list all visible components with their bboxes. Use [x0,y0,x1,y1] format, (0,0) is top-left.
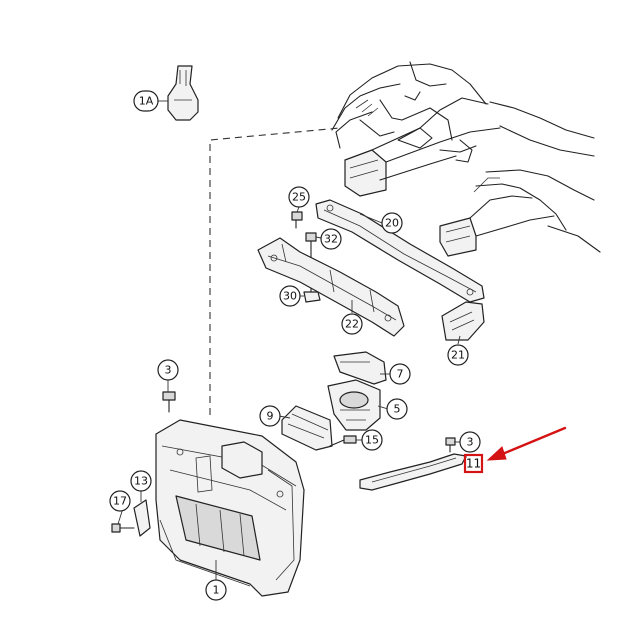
part-11-air-guide-bracket [359,453,467,491]
callout-7-label: 7 [397,368,404,381]
callout-1: 1 [205,579,227,601]
callout-3-right-label: 3 [467,436,474,449]
callout-25: 25 [288,186,310,208]
callout-5: 5 [386,398,408,420]
callout-3-right: 3 [459,431,481,453]
callout-21-label: 21 [451,349,465,362]
callout-13-label: 13 [134,475,148,488]
callout-20-label: 20 [385,217,399,230]
part-3-bolt-right [445,437,456,453]
callout-22-label: 22 [345,318,359,331]
callout-22: 22 [341,313,363,335]
part-13-bracket [133,499,151,537]
callout-17: 17 [109,490,131,512]
callout-25-label: 25 [292,191,306,204]
part-1-front-end-module [155,419,305,597]
highlight-box [463,453,484,474]
callout-20: 20 [381,212,403,234]
part-3-bolt-left [162,391,176,413]
part-7-air-guide-cover [333,351,387,385]
callout-9: 9 [259,405,281,427]
red-pointer-arrow [486,426,567,461]
callout-7: 7 [389,363,411,385]
part-17-bolt [111,523,135,533]
part-20-cross-member [315,199,485,303]
part-5-air-intake [327,379,381,431]
callout-3-left-label: 3 [165,364,172,377]
callout-21: 21 [447,344,469,366]
leader-lines [117,100,461,580]
part-30-clip [303,291,321,303]
callout-5-label: 5 [394,403,401,416]
callout-15: 15 [361,429,383,451]
callout-17-label: 17 [113,495,127,508]
callout-32: 32 [320,228,342,250]
callout-1a: 1A [133,90,159,112]
callout-3-left: 3 [157,359,179,381]
callout-1-label: 1 [213,584,220,597]
part-22-lock-carrier [257,237,405,337]
callout-30-label: 30 [283,290,297,303]
callout-15-label: 15 [365,434,379,447]
highlight-part-11: 11 [463,453,484,474]
callout-30: 30 [279,285,301,307]
callout-9-label: 9 [267,410,274,423]
part-1a-pouch [167,65,199,121]
highlight-label: 11 [466,457,481,471]
part-15-screw [329,435,357,447]
callout-13: 13 [130,470,152,492]
part-25-bolt [291,211,303,229]
callout-1a-label: 1A [139,95,154,108]
assembly-dashed-line [209,127,341,415]
callout-32-label: 32 [324,233,338,246]
part-21-bracket [441,301,485,341]
part-9-air-duct [281,405,333,451]
vehicle-body-structure [331,61,601,257]
